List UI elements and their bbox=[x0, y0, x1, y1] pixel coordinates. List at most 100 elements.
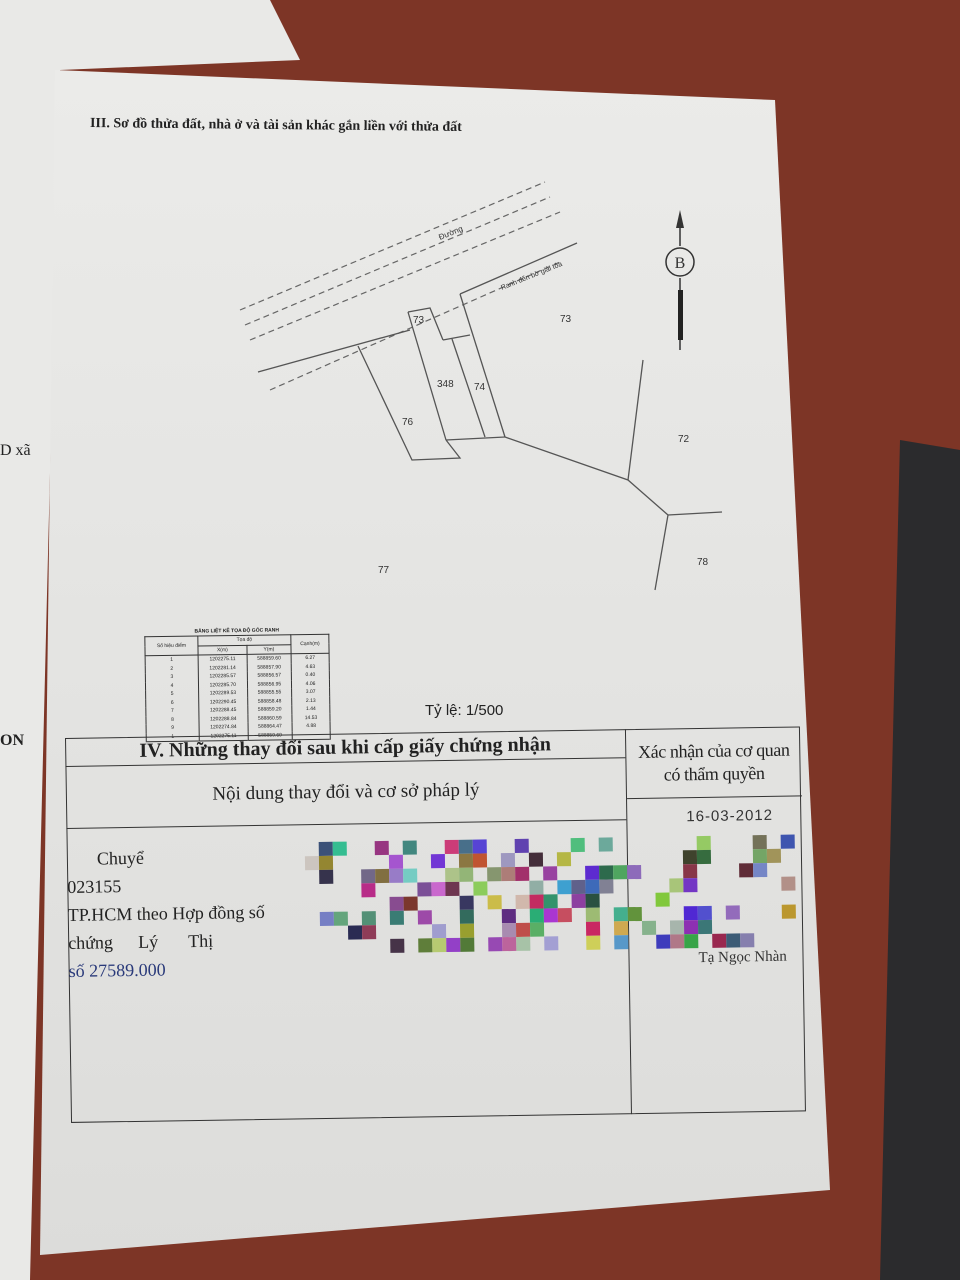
redaction-block bbox=[711, 878, 725, 892]
redaction-block bbox=[753, 891, 767, 905]
redaction-block bbox=[528, 852, 544, 867]
parcel-boundaries bbox=[257, 242, 723, 591]
redaction-block bbox=[656, 921, 670, 935]
redaction-block bbox=[739, 863, 754, 878]
redaction-block bbox=[627, 906, 642, 922]
change-text: chứng bbox=[68, 932, 114, 953]
redaction-block bbox=[725, 891, 739, 905]
authority-header-line: Xác nhận của cơ quan bbox=[637, 739, 790, 762]
redaction-block bbox=[655, 879, 669, 893]
redaction-block bbox=[572, 922, 586, 936]
change-text: Thị bbox=[188, 930, 214, 952]
redaction-block bbox=[683, 878, 698, 893]
redaction-block bbox=[432, 896, 446, 910]
redaction-block bbox=[318, 841, 333, 857]
redaction-block bbox=[306, 898, 320, 912]
signer-name: Tạ Ngọc Nhàn bbox=[698, 948, 787, 967]
redaction-block bbox=[514, 838, 529, 853]
redaction-block bbox=[402, 840, 417, 855]
redaction-block bbox=[543, 852, 557, 866]
redaction-block bbox=[556, 852, 572, 867]
redaction-block bbox=[627, 879, 641, 893]
redaction-block bbox=[306, 940, 320, 954]
redaction-block bbox=[543, 894, 558, 909]
redaction-block bbox=[445, 867, 460, 883]
redaction-block bbox=[318, 855, 334, 871]
redaction-block bbox=[557, 908, 572, 923]
redaction-block bbox=[627, 837, 641, 851]
redaction-block bbox=[740, 919, 754, 933]
redaction-block bbox=[558, 936, 572, 950]
redaction-block bbox=[585, 879, 600, 894]
redaction-block bbox=[361, 925, 377, 940]
redaction-block bbox=[628, 935, 642, 949]
redaction-block bbox=[515, 922, 531, 937]
redaction-block bbox=[739, 877, 753, 891]
redaction-block bbox=[585, 907, 600, 922]
redaction-block bbox=[725, 849, 739, 863]
redaction-block bbox=[459, 867, 474, 882]
redaction-block bbox=[459, 923, 475, 938]
redaction-block bbox=[586, 935, 601, 950]
redaction-block bbox=[459, 882, 473, 896]
redaction-block bbox=[348, 897, 362, 911]
redaction-block bbox=[600, 921, 614, 935]
redaction-block bbox=[417, 882, 432, 897]
redaction-block bbox=[501, 866, 516, 882]
redaction-block bbox=[418, 896, 432, 910]
redaction-block bbox=[403, 854, 417, 868]
redaction-block bbox=[768, 933, 782, 947]
redaction-block bbox=[376, 925, 390, 939]
redaction-block bbox=[600, 893, 614, 907]
redaction-block bbox=[684, 892, 698, 906]
redaction-block bbox=[515, 881, 529, 895]
redaction-block bbox=[516, 936, 531, 951]
redaction-block bbox=[388, 854, 404, 869]
redaction-block bbox=[432, 938, 447, 953]
redaction-block bbox=[305, 842, 319, 856]
redaction-block bbox=[390, 938, 405, 953]
redaction-block bbox=[669, 920, 685, 935]
redaction-block bbox=[726, 933, 741, 948]
redaction-block bbox=[711, 864, 725, 878]
redaction-block bbox=[628, 893, 642, 907]
redaction-block bbox=[613, 851, 627, 865]
redaction-block bbox=[403, 896, 418, 911]
redaction-block bbox=[474, 937, 488, 951]
redaction-block bbox=[347, 869, 361, 883]
redaction-block bbox=[530, 936, 544, 950]
authority-header: Xác nhận của cơ quan có thẩm quyền bbox=[625, 726, 803, 800]
redaction-block bbox=[529, 839, 543, 853]
redaction-block bbox=[431, 840, 445, 854]
redaction-block bbox=[669, 864, 683, 878]
redaction-block bbox=[614, 935, 629, 950]
redaction-block bbox=[585, 893, 600, 908]
redaction-block bbox=[767, 891, 781, 905]
margin-text: ON bbox=[0, 732, 24, 749]
redaction-block bbox=[488, 923, 502, 937]
redaction-block bbox=[389, 883, 403, 897]
parcel-label: 76 bbox=[402, 417, 414, 428]
redaction-block bbox=[458, 839, 473, 854]
coordinate-table: BẢNG LIỆT KÊ TỌA ĐỘ GÓC RANH Số hiệu điể… bbox=[144, 627, 331, 743]
redaction-block bbox=[403, 882, 417, 896]
redaction-block bbox=[487, 881, 501, 895]
redaction-block bbox=[656, 907, 670, 921]
redaction-block bbox=[459, 895, 474, 910]
redaction-block bbox=[502, 895, 516, 909]
map-scale: Tỷ lệ: 1/500 bbox=[425, 702, 504, 719]
redaction-block bbox=[781, 849, 795, 863]
redaction-block bbox=[389, 910, 404, 925]
redaction-block bbox=[488, 937, 503, 952]
redaction-block bbox=[488, 909, 502, 923]
redaction-block bbox=[642, 907, 656, 921]
redaction-block bbox=[305, 884, 319, 898]
redaction-block bbox=[711, 850, 725, 864]
redaction-block bbox=[417, 910, 432, 925]
redaction-block bbox=[641, 879, 655, 893]
parcel-label: 77 bbox=[378, 565, 390, 576]
redaction-block bbox=[711, 892, 725, 906]
redaction-block bbox=[585, 838, 599, 852]
redaction-block bbox=[305, 870, 319, 884]
